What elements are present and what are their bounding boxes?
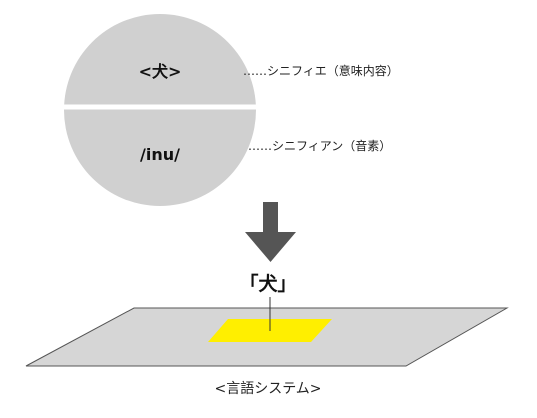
language-system-plane — [25, 297, 509, 367]
arrow-shaft — [263, 202, 278, 232]
sign-circle: <犬> /inu/ — [58, 14, 262, 206]
system-label: <言語システム> — [214, 381, 321, 397]
down-arrow-icon — [245, 202, 296, 262]
signified-label: <犬> — [139, 62, 182, 81]
signified-annotation: ……シニフィエ（意味内容） — [243, 63, 399, 78]
arrow-head — [245, 232, 296, 262]
signifier-annotation: ……シニフィアン（音素） — [248, 138, 391, 153]
signifier-label: /inu/ — [140, 145, 180, 164]
sign-circle-shape — [64, 14, 256, 206]
word-label: 「犬」 — [239, 272, 296, 295]
